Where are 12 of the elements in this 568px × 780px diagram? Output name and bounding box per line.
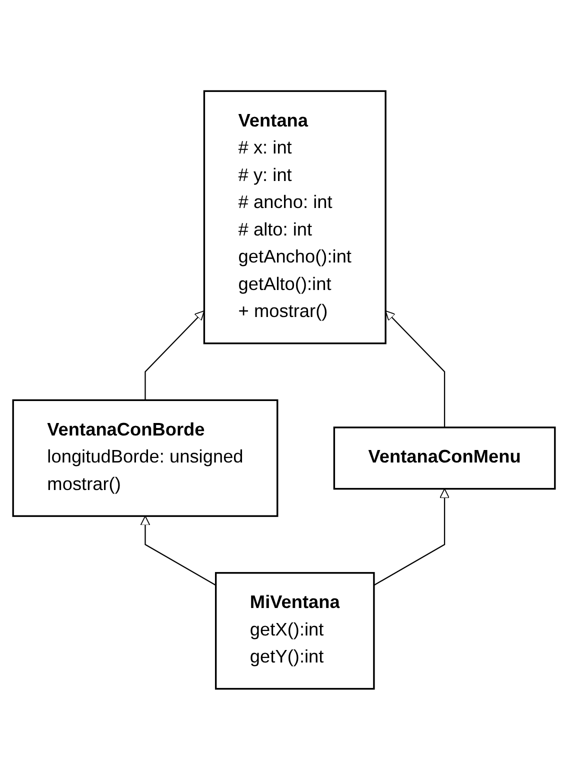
class-box: VentanaConBorde longitudBorde: unsigned mostrar()	[12, 399, 278, 517]
node-label: # y: int	[238, 166, 292, 186]
node-label: + mostrar()	[238, 302, 328, 322]
class-box: VentanaConMenu	[333, 426, 556, 490]
node-label: # ancho: int	[238, 193, 332, 213]
node-label: # x: int	[238, 138, 292, 158]
node-label: getAncho():int	[238, 248, 352, 268]
class-box: Ventana # x: int # y: int # ancho: int # alto: int getAncho():int getAlto():int + mostrar()	[203, 90, 386, 344]
node-label: Ventana	[238, 112, 308, 131]
node-label: # alto: int	[238, 220, 312, 240]
node-label: getAlto():int	[238, 275, 332, 295]
class-box: MiVentana getX():int getY():int	[214, 572, 375, 690]
